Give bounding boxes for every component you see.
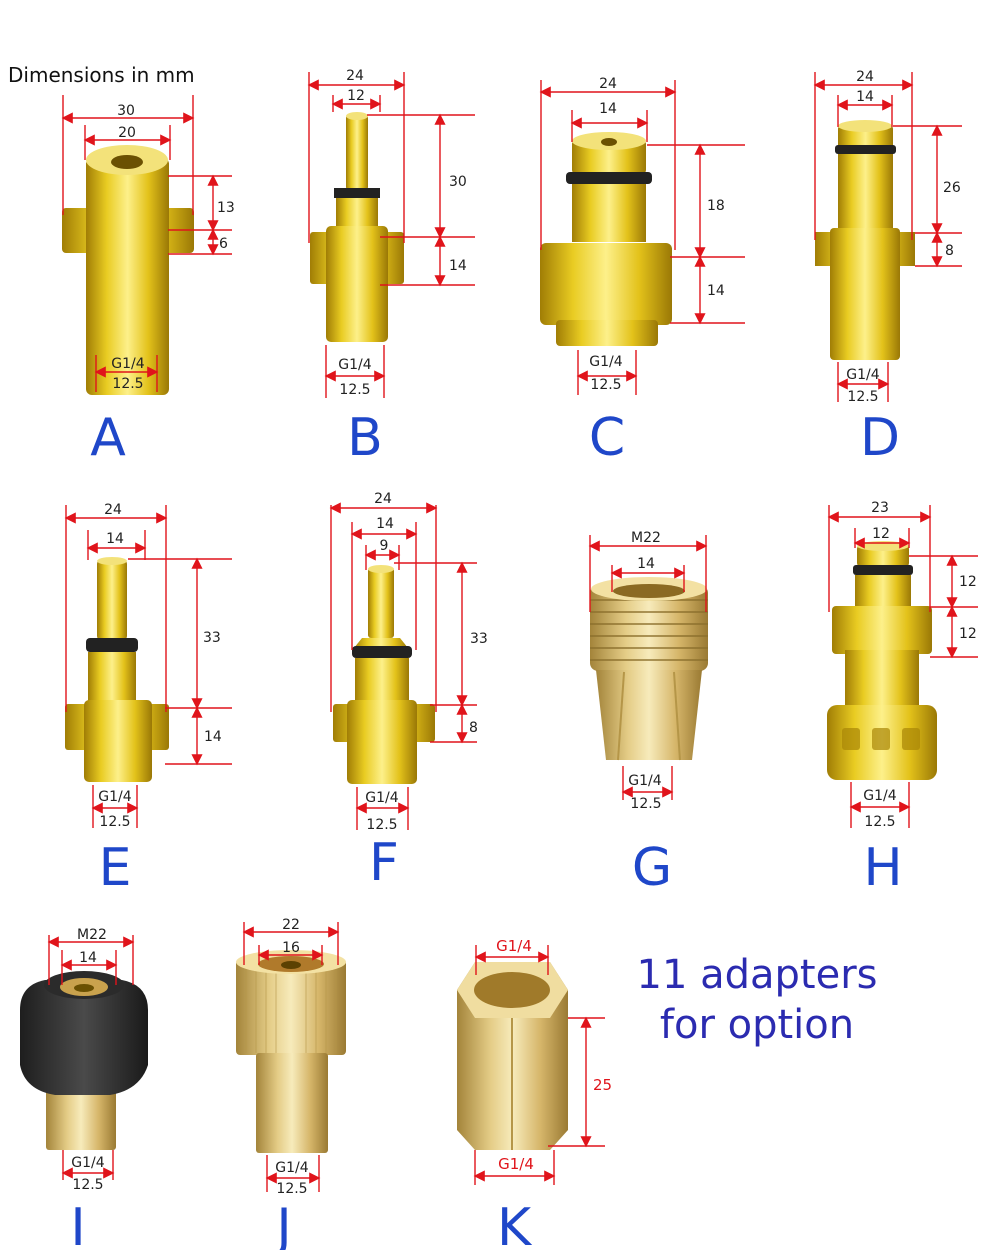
d-lower-height: 8: [945, 243, 954, 259]
adapter-b: 24 12 30 14 G1/4 12.5: [307, 68, 475, 398]
b-thread: G1/4: [338, 357, 371, 373]
j-outer-width: 22: [282, 917, 300, 933]
d-outer-width: 24: [856, 69, 874, 85]
adapter-g: M22 14 G1/4 12.5: [588, 530, 708, 812]
promo-line-1: 11 adapters: [636, 952, 878, 998]
label-j: J: [273, 1198, 291, 1250]
label-c: C: [589, 408, 625, 468]
d-inner-width: 14: [856, 89, 874, 105]
adapter-f: 24 14 9 33 8 G1/4 12.5: [329, 491, 488, 833]
j-inner-width: 16: [282, 940, 300, 956]
f-inner-width: 9: [380, 538, 389, 554]
i-inner-width: 14: [79, 950, 97, 966]
i-thread-diameter: 12.5: [72, 1177, 103, 1193]
j-thread: G1/4: [275, 1160, 308, 1176]
b-thread-diameter: 12.5: [339, 382, 370, 398]
a-thread: G1/4: [111, 356, 144, 372]
adapter-d: 24 14 26 8 G1/4 12.5: [813, 69, 962, 405]
a-lower-height: 6: [219, 236, 228, 252]
g-inner-width: 14: [637, 556, 655, 572]
label-a: A: [90, 408, 126, 468]
label-k: K: [497, 1198, 533, 1250]
h-inner-width: 12: [872, 526, 890, 542]
e-inner-width: 14: [106, 531, 124, 547]
label-b: B: [347, 408, 383, 468]
h-outer-width: 23: [871, 500, 889, 516]
b-upper-height: 30: [449, 174, 467, 190]
label-i: I: [70, 1198, 85, 1250]
c-upper-height: 18: [707, 198, 725, 214]
c-lower-height: 14: [707, 283, 725, 299]
c-thread-diameter: 12.5: [590, 377, 621, 393]
e-upper-height: 33: [203, 630, 221, 646]
adapter-e: 24 14 33 14 G1/4 12.5: [64, 502, 232, 830]
i-thread: G1/4: [71, 1155, 104, 1171]
b-inner-width: 12: [347, 88, 365, 104]
b-lower-height: 14: [449, 258, 467, 274]
d-upper-height: 26: [943, 180, 961, 196]
i-outer-size: M22: [77, 927, 107, 943]
h-thread-diameter: 12.5: [864, 814, 895, 830]
e-thread: G1/4: [98, 789, 131, 805]
f-outer-width: 24: [374, 491, 392, 507]
adapter-i: M22 14 G1/4 12.5: [20, 927, 148, 1193]
a-upper-height: 13: [217, 200, 235, 216]
e-lower-height: 14: [204, 729, 222, 745]
j-thread-diameter: 12.5: [276, 1181, 307, 1197]
k-thread-top: G1/4: [496, 937, 532, 955]
g-thread: G1/4: [628, 773, 661, 789]
k-height: 25: [593, 1076, 612, 1094]
c-inner-width: 14: [599, 101, 617, 117]
c-outer-width: 24: [599, 76, 617, 92]
d-thread: G1/4: [846, 367, 879, 383]
dimensions-note: Dimensions in mm: [8, 63, 195, 87]
g-thread-diameter: 12.5: [630, 796, 661, 812]
adapter-j: 22 16 G1/4 12.5: [236, 917, 346, 1197]
h-upper-height: 12: [959, 574, 977, 590]
adapter-k: G1/4 25 G1/4: [457, 937, 612, 1185]
e-outer-width: 24: [104, 502, 122, 518]
a-outer-width: 30: [117, 103, 135, 119]
h-thread: G1/4: [863, 788, 896, 804]
label-g: G: [632, 838, 672, 898]
adapter-c: 24 14 18 14 G1/4 12.5: [539, 76, 745, 395]
a-thread-diameter: 12.5: [112, 376, 143, 392]
f-thread: G1/4: [365, 790, 398, 806]
d-thread-diameter: 12.5: [847, 389, 878, 405]
f-upper-height: 33: [470, 631, 488, 647]
b-outer-width: 24: [346, 68, 364, 84]
g-outer-size: M22: [631, 530, 661, 546]
adapter-a: 30 20 13 6 G1/4 12.5: [61, 95, 235, 395]
label-h: H: [863, 838, 902, 898]
a-inner-width: 20: [118, 125, 136, 141]
label-d: D: [860, 408, 900, 468]
c-thread: G1/4: [589, 354, 622, 370]
f-lower-height: 8: [469, 720, 478, 736]
promo-text: 11 adapters for option: [622, 950, 892, 1050]
h-lower-height: 12: [959, 626, 977, 642]
k-thread-bottom: G1/4: [498, 1155, 534, 1173]
f-mid-width: 14: [376, 516, 394, 532]
adapter-h: 23 12 12 12 G1/4 12.5: [827, 500, 978, 830]
e-thread-diameter: 12.5: [99, 814, 130, 830]
f-thread-diameter: 12.5: [366, 817, 397, 833]
label-f: F: [369, 833, 399, 893]
promo-line-2: for option: [659, 1002, 855, 1048]
label-e: E: [99, 838, 132, 898]
